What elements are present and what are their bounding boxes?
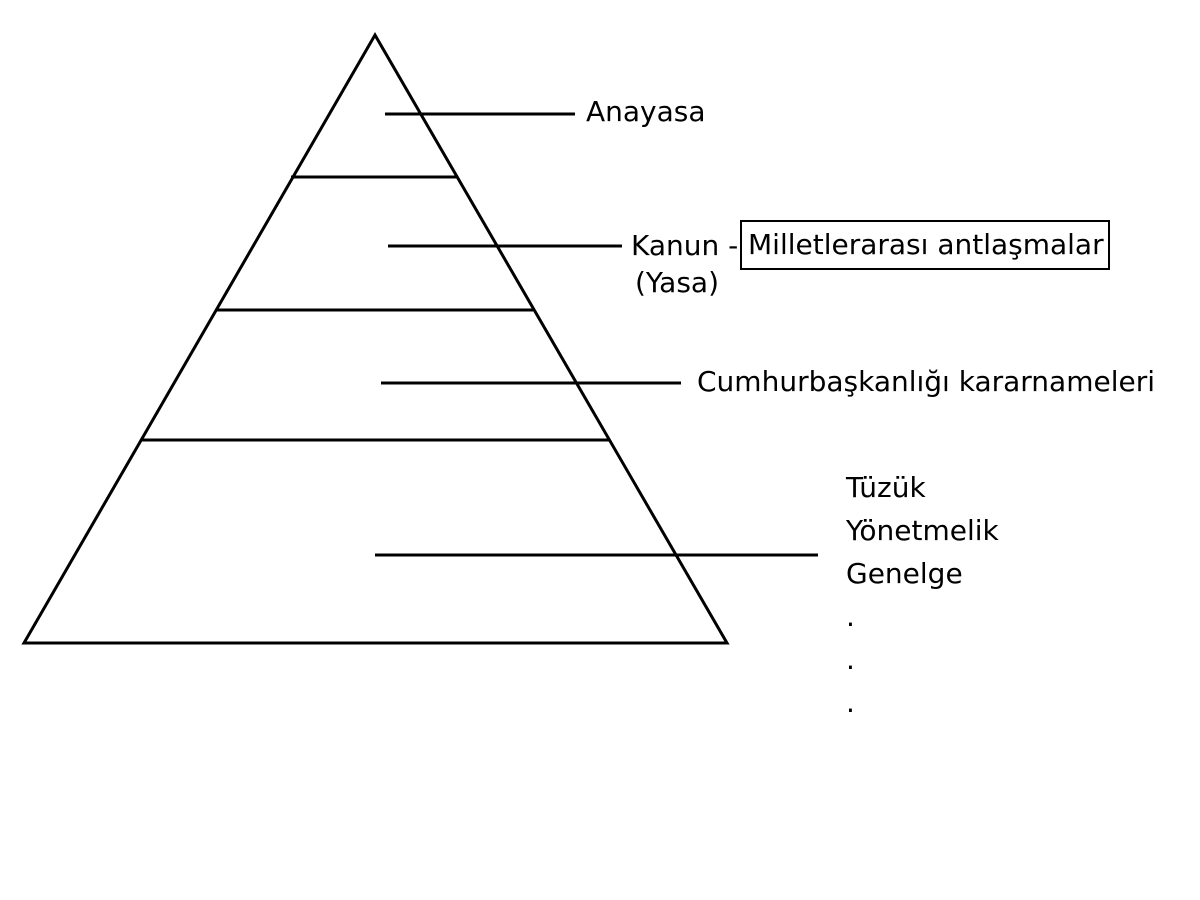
label-yasa: (Yasa) xyxy=(635,266,719,299)
label-anayasa: Anayasa xyxy=(586,95,706,128)
list-item: . xyxy=(846,643,855,676)
list-item: Tüzük xyxy=(846,471,926,504)
pyramid-outline xyxy=(21,32,730,645)
label-list-level-4: Tüzük Yönetmelik Genelge . . . xyxy=(846,466,999,724)
list-item: . xyxy=(846,600,855,633)
label-milletlerarasi-antlasmalar: Milletlerarası antlaşmalar xyxy=(748,228,1104,261)
label-cumhurbaskanligi-kararnameleri: Cumhurbaşkanlığı kararnameleri xyxy=(697,365,1156,398)
list-item: . xyxy=(846,686,855,719)
list-item: Genelge xyxy=(846,557,963,590)
antlasma-box: Milletlerarası antlaşmalar xyxy=(740,220,1110,270)
list-item: Yönetmelik xyxy=(846,514,999,547)
label-kanun: Kanun - xyxy=(631,229,739,262)
